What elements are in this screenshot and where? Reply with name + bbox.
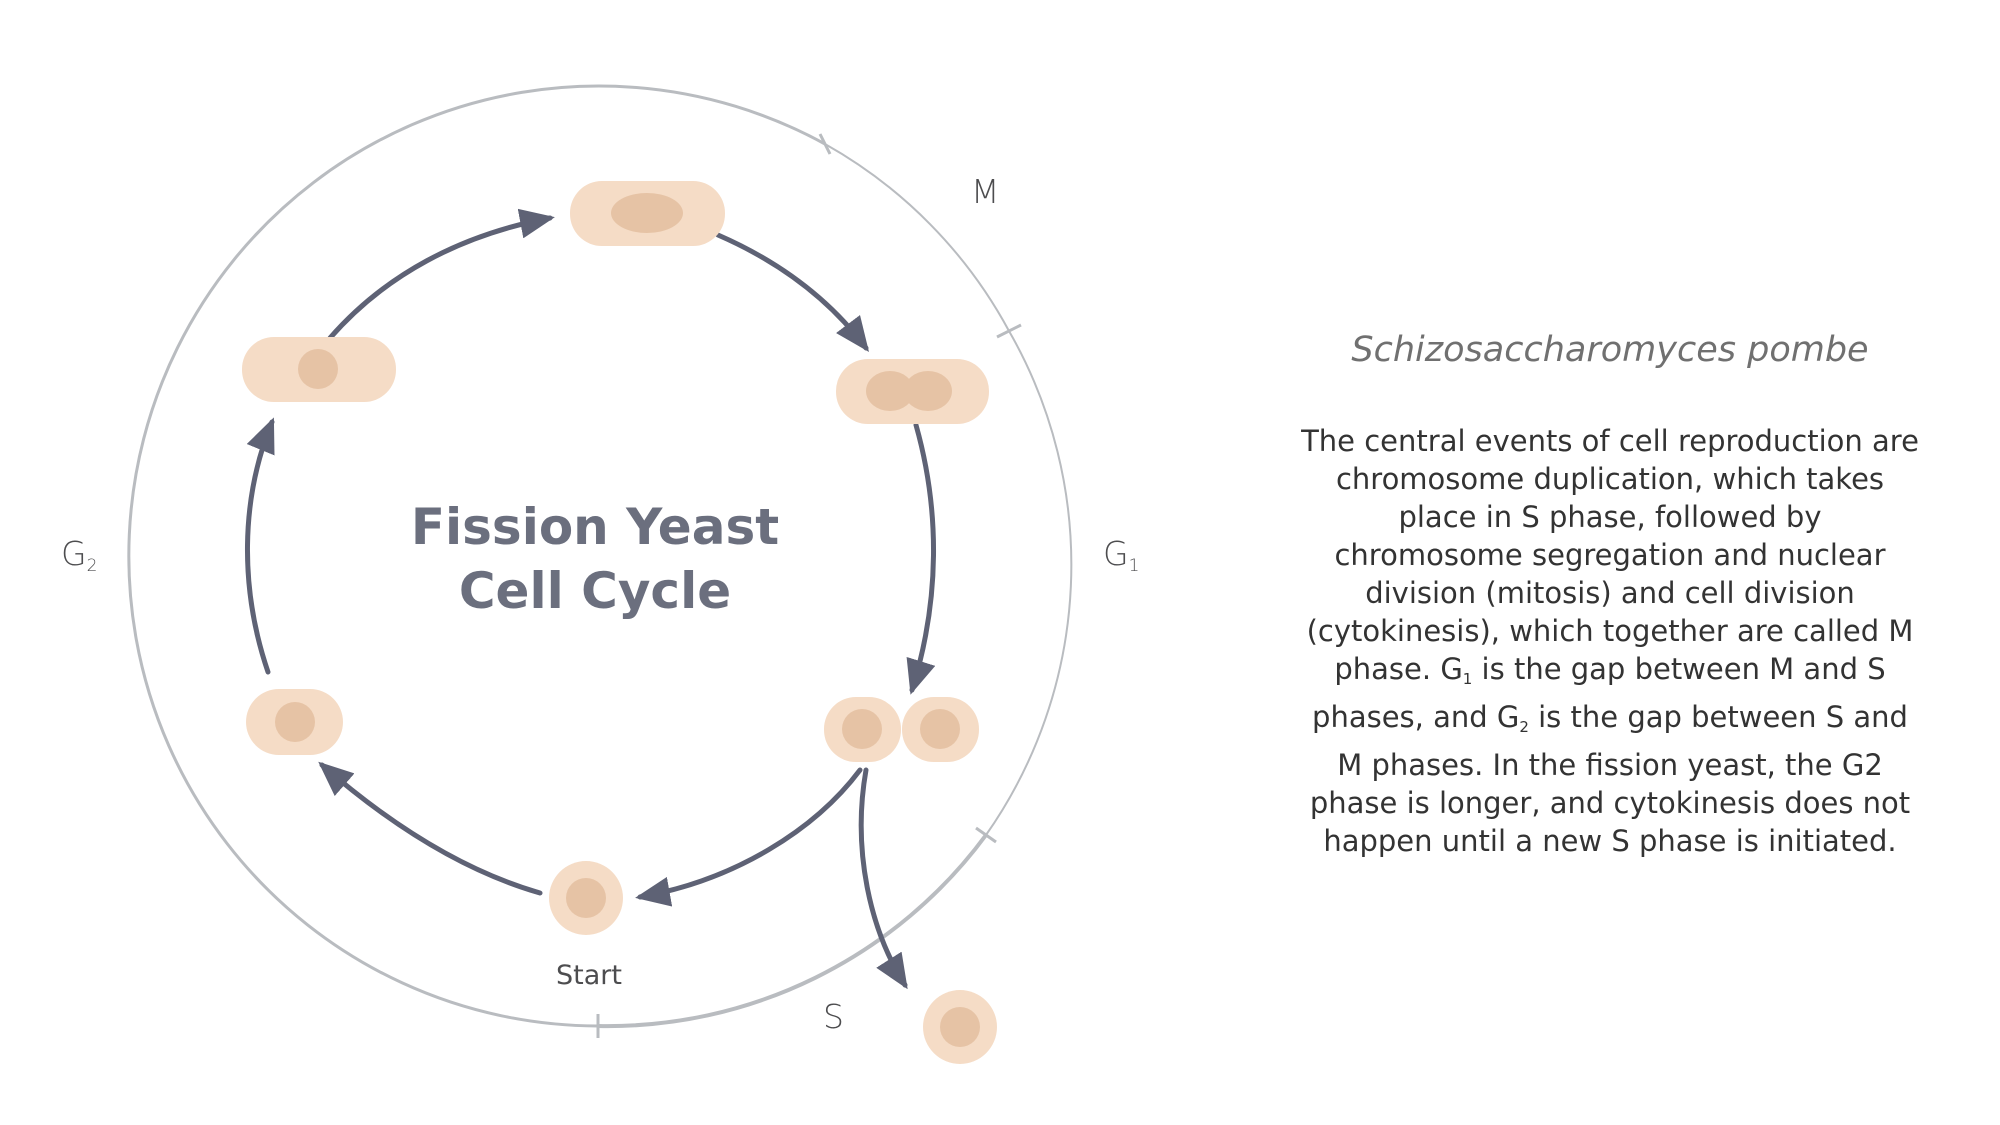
ring-tick-s-start <box>975 826 997 844</box>
cell-growing-left <box>242 337 396 402</box>
phase-m-text: M <box>971 172 1000 211</box>
phase-label-s: S <box>823 997 844 1036</box>
cell-elongated-top <box>570 181 725 246</box>
ring-tick-m-start <box>818 133 832 155</box>
ring-arc-s <box>597 833 988 1029</box>
description-sub-1: 1 <box>1462 670 1473 688</box>
phase-label-g1: G1 <box>1103 534 1139 576</box>
ring-arc-g1 <box>985 330 1073 836</box>
phase-g1-subscript: 1 <box>1128 556 1140 576</box>
cell-dividing <box>836 359 989 424</box>
arrow-to-separated <box>906 422 937 695</box>
arrow-to-growing-cell <box>244 417 275 675</box>
title-line-1: Fission Yeast <box>410 498 780 556</box>
species-name: Schizosaccharomyces pombe <box>1351 330 1869 370</box>
start-label: Start <box>556 960 622 991</box>
ring-arc-m <box>824 143 1010 332</box>
phase-label-m: M <box>971 172 999 211</box>
diagram-title: Fission Yeast Cell Cycle <box>395 495 795 623</box>
phase-ring <box>127 84 1073 1038</box>
arrow-to-start <box>635 767 863 907</box>
phase-g1-text: G <box>1103 534 1129 573</box>
arrow-to-dividing <box>715 232 870 352</box>
description-paragraph: The central events of cell reproduction … <box>1300 422 1920 860</box>
phase-s-text: S <box>823 997 844 1036</box>
arrow-to-small-cell <box>318 761 543 896</box>
phase-g2-subscript: 2 <box>86 556 98 576</box>
cell-small-left <box>246 689 343 755</box>
cell-start <box>549 861 623 935</box>
phase-label-g2: G2 <box>61 534 97 576</box>
description-part-2: is the gap between M and S phases, and G <box>1312 652 1886 734</box>
arrow-to-s-cell <box>858 767 908 990</box>
description-part-1: The central events of cell reproduction … <box>1301 424 1919 686</box>
arrow-to-elongated <box>327 208 555 341</box>
phase-g2-text: G <box>61 534 87 573</box>
description-sub-2: 2 <box>1519 718 1529 736</box>
cell-s-phase <box>923 990 997 1064</box>
cycle-arrows <box>244 208 937 990</box>
description-part-3: is the gap between S and M phases. In th… <box>1309 700 1911 858</box>
ring-tick-g1-start <box>996 323 1022 339</box>
cell-pair-separated <box>824 697 979 762</box>
ring-arc-g2 <box>127 84 826 1028</box>
title-line-2: Cell Cycle <box>458 562 732 620</box>
